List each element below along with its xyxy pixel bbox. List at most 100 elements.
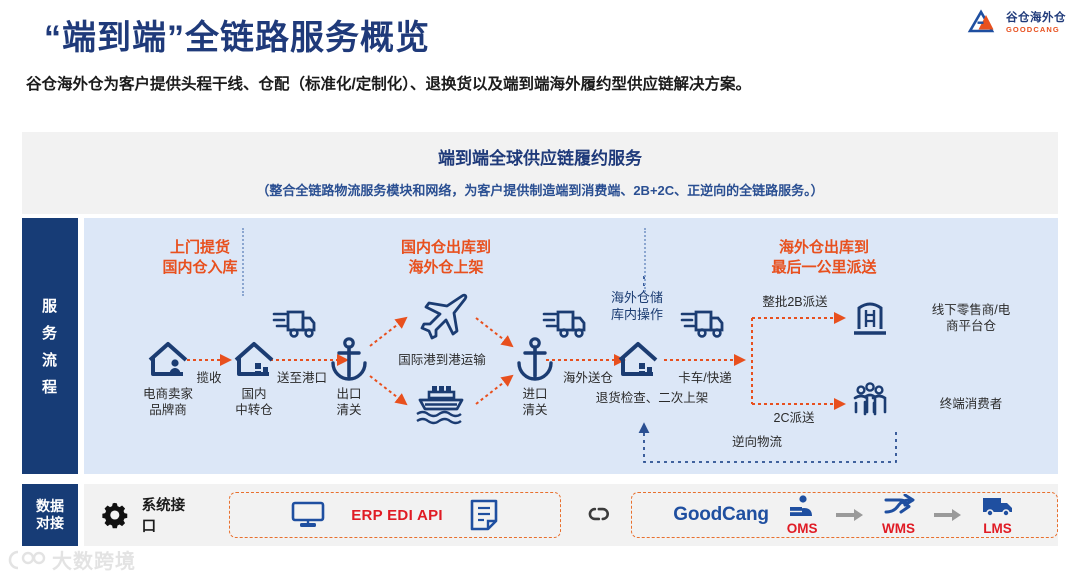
section-2-line-1: 国内仓出库到 — [400, 239, 491, 256]
label-truck-express: 卡车/快递 — [662, 370, 748, 386]
house-boxes-icon — [618, 342, 658, 376]
goodcang-mark-icon — [967, 9, 995, 33]
system-interface-group: 系统接口 — [100, 494, 199, 536]
monitor-icon — [291, 501, 325, 527]
section-title-3: 海外仓出库到 最后一公里派送 — [714, 238, 934, 279]
label-pickup-text: 揽收 — [196, 371, 222, 385]
caption-export-line1: 出口 — [336, 387, 362, 401]
node-truck-to-port — [272, 306, 318, 340]
logo-chinese-name: 谷仓海外仓 — [1006, 11, 1066, 24]
label-return-check: 退货检查、二次上架 — [562, 390, 742, 406]
node-domestic-warehouse — [232, 336, 276, 380]
system-wms[interactable]: WMS — [882, 494, 916, 536]
truck-icon — [680, 310, 724, 338]
erp-group[interactable]: ERP EDI API — [228, 492, 562, 538]
caption-seller-line1: 电商卖家 — [142, 387, 193, 401]
ship-icon — [416, 386, 464, 425]
wms-icon — [884, 494, 915, 514]
flow-sidebar-char-2: 流 — [41, 352, 58, 369]
airplane-icon — [420, 293, 468, 340]
label-overseas-delivery-text: 海外送仓 — [562, 371, 613, 385]
label-reverse-logistics-text: 逆向物流 — [731, 435, 782, 449]
lms-label: LMS — [983, 521, 1012, 536]
wms-label: WMS — [882, 521, 916, 536]
section-1-line-1: 上门提货 — [169, 239, 230, 256]
caption-domestic-line1: 国内 — [241, 387, 267, 401]
data-sidebar-line1: 数据 — [36, 497, 64, 514]
label-overseas-delivery: 海外送仓 — [546, 370, 630, 386]
caption-export-line2: 清关 — [336, 403, 362, 418]
truck-icon — [542, 310, 586, 338]
label-warehouse-operation: 海外仓储 库内操作 — [582, 290, 692, 324]
oms-icon — [790, 495, 813, 516]
caption-retailer-line2: 商平台仓 — [945, 319, 996, 334]
caption-retailer-line1: 线下零售商/电 — [931, 303, 1011, 317]
caption-domestic-line2: 中转仓 — [235, 403, 273, 418]
label-truck-express-text: 卡车/快递 — [678, 371, 732, 385]
goodcang-label: GoodCang — [673, 504, 769, 525]
label-to-port-text: 送至港口 — [276, 371, 327, 385]
label-intl-transport-text: 国际港到港运输 — [398, 353, 486, 367]
system-interface-label: 系统接口 — [141, 498, 186, 535]
node-truck-express — [680, 306, 726, 340]
node-overseas-warehouse — [616, 336, 660, 380]
label-warehouse-op-line2: 库内操作 — [610, 306, 663, 322]
arrow-right-icon — [835, 509, 863, 521]
node-import-customs — [514, 336, 556, 382]
system-lms[interactable]: LMS — [980, 494, 1016, 536]
caption-consumer-line1: 终端消费者 — [939, 397, 1003, 411]
label-return-check-text: 退货检查、二次上架 — [595, 391, 709, 405]
brand-logo: 谷仓海外仓 GOODCANG — [967, 8, 1066, 38]
label-to-port: 送至港口 — [260, 370, 344, 386]
flow-sidebar-char-0: 服 — [41, 298, 58, 315]
label-pickup: 揽收 — [179, 370, 239, 386]
label-dist-2c-text: 2C派送 — [773, 411, 815, 425]
node-export-customs — [328, 336, 370, 382]
anchor-icon — [517, 337, 553, 381]
label-intl-transport: 国际港到港运输 — [358, 352, 526, 368]
label-dist-2c: 2C派送 — [754, 410, 834, 426]
label-reverse-logistics: 逆向物流 — [702, 434, 812, 450]
watermark: 大数跨境 — [6, 545, 136, 574]
people-icon — [853, 382, 887, 416]
caption-import-line1: 进口 — [522, 387, 548, 401]
building-icon — [854, 302, 886, 335]
caption-offline-retailer: 线下零售商/电 商平台仓 — [896, 302, 1046, 335]
lms-icon — [982, 498, 1012, 517]
label-bulk-2b-text: 整批2B派送 — [762, 295, 828, 309]
flow-sidebar-label: 服 务 流 程 — [22, 218, 78, 474]
caption-import-line2: 清关 — [522, 403, 548, 418]
node-offline-retailer — [848, 296, 892, 340]
section-3-line-2: 最后一公里派送 — [771, 259, 877, 277]
service-flow-panel: 上门提货 国内仓入库 国内仓出库到 海外仓上架 海外仓出库到 最后一公里派送 电… — [84, 218, 1058, 474]
flow-sidebar-char-3: 程 — [41, 379, 58, 396]
goodcang-systems-group[interactable]: GoodCang OMS — [630, 492, 1058, 538]
node-sea-transport — [412, 382, 470, 426]
arrow-right-icon — [933, 509, 961, 521]
service-banner: 端到端全球供应链履约服务 （整合全链路物流服务模块和网络，为客户提供制造端到消费… — [22, 132, 1058, 214]
caption-seller-line2: 品牌商 — [149, 403, 187, 418]
document-icon — [470, 499, 498, 531]
logo-text-block: 谷仓海外仓 GOODCANG — [1006, 11, 1066, 34]
banner-subtitle: （整合全链路物流服务模块和网络，为客户提供制造端到消费端、2B+2C、正逆向的全… — [256, 183, 824, 198]
data-sidebar-line2: 对接 — [36, 515, 64, 531]
system-oms[interactable]: OMS — [787, 494, 818, 536]
gear-icon — [102, 502, 128, 529]
caption-ecommerce-seller: 电商卖家 品牌商 — [108, 386, 228, 419]
banner-title: 端到端全球供应链履约服务 — [438, 149, 642, 168]
label-bulk-2b: 整批2B派送 — [740, 294, 850, 310]
section-3-line-1: 海外仓出库到 — [778, 239, 869, 256]
data-sidebar-label: 数据 对接 — [22, 484, 78, 546]
flow-sidebar-char-1: 务 — [41, 325, 58, 342]
caption-domestic-warehouse: 国内 中转仓 — [194, 386, 314, 419]
house-person-icon — [148, 342, 188, 376]
node-ecommerce-seller — [146, 336, 190, 380]
label-warehouse-op-line1: 海外仓储 — [610, 290, 663, 305]
watermark-logo-icon — [8, 550, 46, 569]
section-1-line-2: 国内仓入库 — [162, 259, 238, 277]
section-divider-2 — [644, 228, 646, 292]
logo-english-name: GOODCANG — [1006, 25, 1060, 34]
node-truck-overseas — [542, 306, 588, 340]
oms-label: OMS — [786, 521, 818, 536]
anchor-icon — [331, 337, 367, 381]
